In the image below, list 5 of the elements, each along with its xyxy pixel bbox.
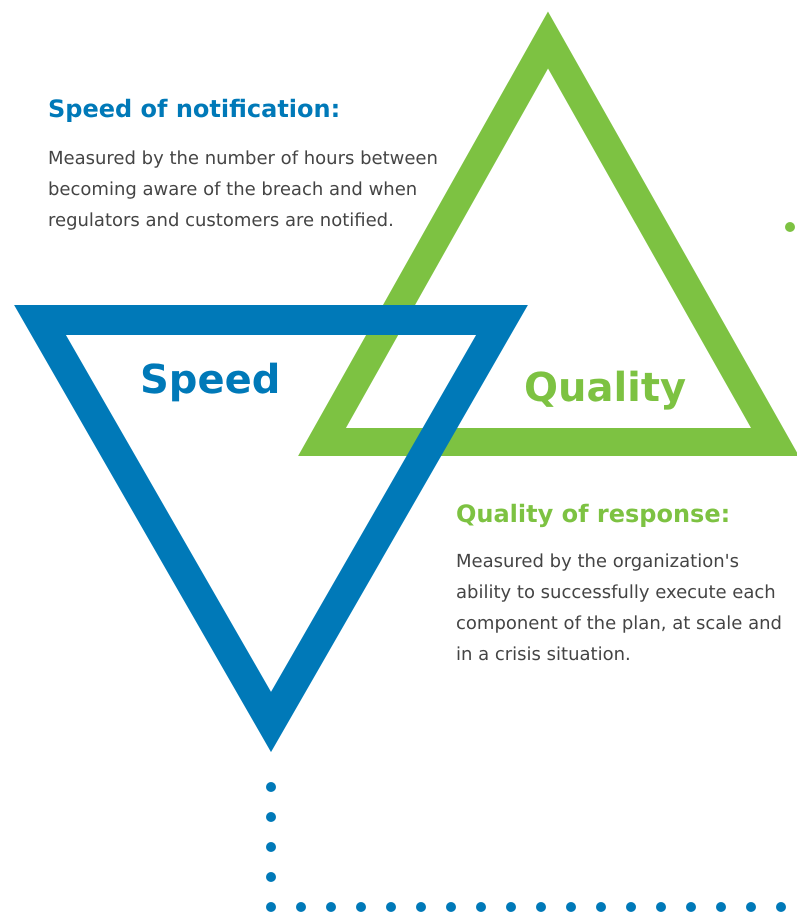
heading: Quality of response:	[456, 500, 732, 528]
description-text: Measured by the number of hours between becoming aware of the breach and when regulators and customers are notified.	[48, 147, 438, 233]
description-text: Measured by the organization's ability to successfully execute each component of the plan, at scale and in a crisis situation.	[456, 550, 783, 667]
triangle-label: Quality	[524, 365, 686, 411]
heading: Speed of notification:	[48, 95, 342, 123]
